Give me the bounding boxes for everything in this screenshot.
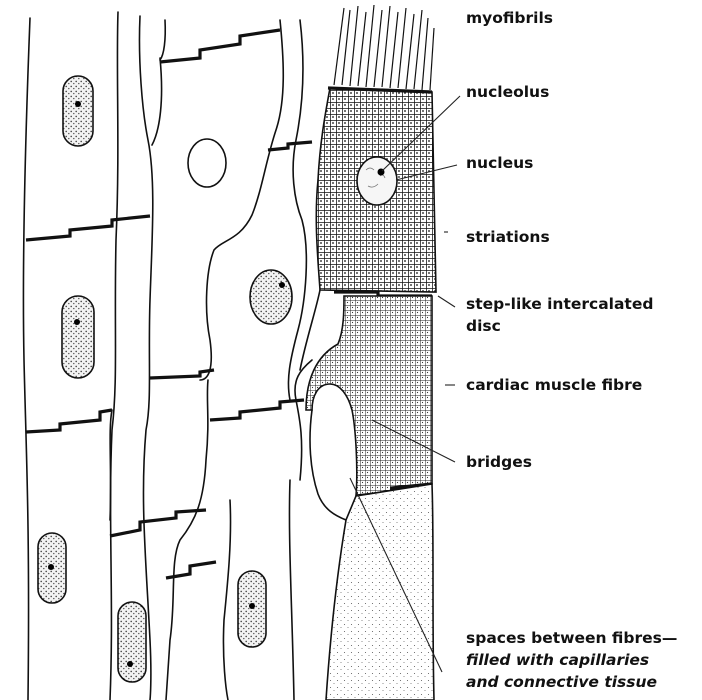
nucleus-middle-1 [118,602,146,682]
right-middle-column [223,20,312,700]
nucleolus-dot [127,661,133,667]
labels: myofibrils nucleolus nucleus striations … [466,9,677,691]
nucleolus-dot [74,319,80,325]
label-spaces-line3: and connective tissue [466,673,657,691]
label-nucleolus: nucleolus [466,83,549,101]
lower-striated-block [306,296,432,496]
label-myofibrils: myofibrils [466,9,553,27]
label-cardiac-muscle-fibre: cardiac muscle fibre [466,376,642,394]
label-intercalated-disc-line1: step-like intercalated [466,295,653,313]
label-spaces-line1: spaces between fibres— [466,629,677,647]
nucleolus-dot [75,101,81,107]
nucleus-middle-empty [188,139,226,187]
label-bridges: bridges [466,453,532,471]
cardiac-muscle-fibre [300,5,436,700]
nucleus-right-middle [250,270,292,324]
nucleolus-dot [249,603,255,609]
label-spaces-line2: filled with capillaries [466,651,649,669]
left-fibre-column [23,12,150,700]
nucleolus-dot [279,282,285,288]
lower-stippled-block [326,484,434,700]
middle-fibre-column [110,16,304,700]
nucleus-left-2 [62,296,94,378]
nucleolus-dot [48,564,54,570]
label-intercalated-disc-line2: disc [466,317,501,335]
myofibrils-drawing [334,5,434,90]
nucleus-highlight [357,157,397,205]
label-nucleus: nucleus [466,154,533,172]
label-striations: striations [466,228,550,246]
nucleus-left-1 [63,76,93,146]
